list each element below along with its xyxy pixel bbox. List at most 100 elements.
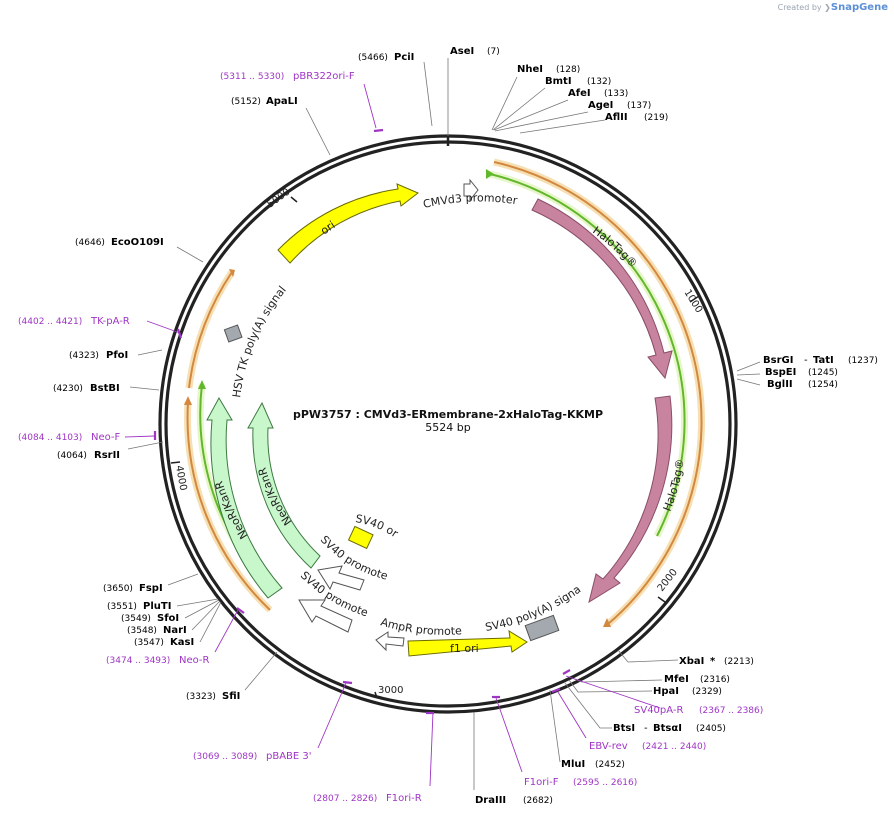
site-connectors bbox=[127, 58, 761, 790]
site-name: BtsI bbox=[613, 723, 635, 734]
site-name: MluI bbox=[561, 759, 585, 770]
feature-ori[interactable]: ori bbox=[277, 183, 419, 264]
feature-neor-kanr-inner[interactable]: NeoR/KanR bbox=[247, 401, 321, 569]
primer-pbr322ori-f[interactable]: (5311 .. 5330) pBR322ori-F bbox=[220, 71, 355, 82]
primer-f1ori-f[interactable]: F1ori-F (2595 .. 2616) bbox=[524, 777, 637, 788]
tick-label-3000: 3000 bbox=[378, 685, 403, 696]
feature-sv40-promoter-1[interactable]: SV40 promoter bbox=[0, 0, 389, 591]
site-pcii[interactable]: (5466) PciI bbox=[358, 52, 414, 63]
site-btsi[interactable]: BtsI - BtsαI (2405) bbox=[613, 723, 726, 734]
primer-neo-f[interactable]: (4084 .. 4103) Neo-F bbox=[18, 432, 121, 443]
site-xbai[interactable]: XbaI * (2213) bbox=[679, 656, 754, 667]
site-pluti[interactable]: (3551) PluTI bbox=[107, 601, 171, 612]
site-sfoi[interactable]: (3549) SfoI bbox=[121, 613, 179, 624]
f1-ori-label: f1 ori bbox=[450, 642, 479, 655]
site-fspi[interactable]: (3650) FspI bbox=[103, 583, 163, 594]
primer-neo-r[interactable]: (3474 .. 3493) Neo-R bbox=[106, 655, 210, 666]
site-pfoi[interactable]: (4323) PfoI bbox=[69, 350, 128, 361]
site-name: PciI bbox=[394, 52, 414, 63]
site-name: DraIII bbox=[475, 795, 506, 806]
site-agei[interactable]: AgeI (137) bbox=[588, 100, 651, 111]
site-position: (137) bbox=[627, 101, 651, 111]
site-name: SfoI bbox=[157, 613, 179, 624]
site-afei[interactable]: AfeI (133) bbox=[568, 88, 628, 99]
primer-name: Neo-F bbox=[91, 432, 121, 443]
primer-range: (2367 .. 2386) bbox=[699, 706, 763, 716]
primer-name: F1ori-R bbox=[386, 793, 422, 804]
site-sfii[interactable]: (3323) SfiI bbox=[186, 691, 240, 702]
feature-hsv-tk-polya[interactable]: HSV TK poly(A) signal bbox=[223, 284, 289, 399]
primer-name: Neo-R bbox=[179, 655, 210, 666]
site-name: BsrGI bbox=[763, 355, 793, 366]
site-name: XbaI bbox=[679, 656, 704, 667]
site-name: NheI bbox=[517, 64, 543, 75]
site-position: (7) bbox=[487, 47, 500, 57]
primer-range: (5311 .. 5330) bbox=[220, 72, 284, 82]
primer-f1ori-r[interactable]: (2807 .. 2826) F1ori-R bbox=[313, 793, 422, 804]
site-bspei[interactable]: BspEI (1245) bbox=[765, 367, 838, 378]
primer-name: F1ori-F bbox=[524, 777, 559, 788]
map-length: 5524 bp bbox=[425, 421, 470, 434]
primer-range: (2595 .. 2616) bbox=[573, 778, 637, 788]
site-position: (3547) bbox=[134, 638, 164, 648]
site-name: KasI bbox=[170, 637, 194, 648]
site-bstbi[interactable]: (4230) BstBI bbox=[53, 383, 120, 394]
site-position: (1245) bbox=[808, 368, 838, 378]
site-position: (4064) bbox=[57, 451, 87, 461]
site-name: SfiI bbox=[222, 691, 240, 702]
site-name: AfeI bbox=[568, 88, 591, 99]
primer-range: (2421 .. 2440) bbox=[642, 742, 706, 752]
feature-sv40-promoter-2[interactable]: SV40 promoter bbox=[0, 0, 370, 633]
primer-range: (3069 .. 3089) bbox=[193, 752, 257, 762]
site-name: AgeI bbox=[588, 100, 613, 111]
site-position: (2405) bbox=[696, 724, 726, 734]
site-name: HpaI bbox=[653, 686, 679, 697]
site-nhei[interactable]: NheI (128) bbox=[517, 64, 580, 75]
site-kasi[interactable]: (3547) KasI bbox=[134, 637, 194, 648]
site-position: (3551) bbox=[107, 602, 137, 612]
site-bmti[interactable]: BmtI (132) bbox=[545, 76, 611, 87]
site-asei[interactable]: AseI (7) bbox=[450, 46, 500, 57]
primer-pbabe-3[interactable]: (3069 .. 3089) pBABE 3' bbox=[193, 751, 312, 762]
primer-ebv-rev[interactable]: EBV-rev (2421 .. 2440) bbox=[589, 741, 706, 752]
site-name: EcoO109I bbox=[111, 237, 164, 248]
site-dash: - bbox=[644, 723, 648, 734]
site-rsrii[interactable]: (4064) RsrII bbox=[57, 450, 120, 461]
primer-name: pBR322ori-F bbox=[293, 71, 355, 82]
site-draiii[interactable]: DraIII (2682) bbox=[475, 795, 553, 806]
site-position: (3549) bbox=[121, 614, 151, 624]
site-hpai[interactable]: HpaI (2329) bbox=[653, 686, 722, 697]
primer-connectors bbox=[124, 83, 661, 787]
site-mfei[interactable]: MfeI (2316) bbox=[664, 674, 730, 685]
site-aflii[interactable]: AflII (219) bbox=[605, 112, 668, 123]
hsv-tk-polya-label: HSV TK poly(A) signal bbox=[230, 284, 289, 399]
site-apali[interactable]: (5152) ApaLI bbox=[231, 96, 298, 107]
site-name: FspI bbox=[139, 583, 163, 594]
feature-cmvd3-promoter[interactable]: CMVd3 promoter bbox=[422, 178, 519, 211]
site-position: (133) bbox=[604, 89, 628, 99]
site-position: (2316) bbox=[700, 675, 730, 685]
tick-label-4000: 4000 bbox=[173, 465, 188, 492]
feature-f1-ori[interactable]: f1 ori bbox=[407, 630, 528, 657]
primer-tk-pa-r[interactable]: (4402 .. 4421) TK-pA-R bbox=[18, 316, 130, 327]
site-eco0109i[interactable]: (4646) EcoO109I bbox=[75, 237, 164, 248]
site-position: (3650) bbox=[103, 584, 133, 594]
site-position: (4323) bbox=[69, 351, 99, 361]
site-bglii[interactable]: BglII (1254) bbox=[767, 379, 838, 390]
primer-sv40pa-r[interactable]: SV40pA-R (2367 .. 2386) bbox=[634, 705, 763, 716]
site-mlui[interactable]: MluI (2452) bbox=[561, 759, 625, 770]
site-position: (2452) bbox=[595, 760, 625, 770]
primer-range: (4084 .. 4103) bbox=[18, 433, 82, 443]
site-position: (5152) bbox=[231, 97, 261, 107]
site-dash: - bbox=[804, 355, 808, 366]
orf-arrowheads bbox=[184, 169, 611, 627]
site-position: (3323) bbox=[186, 692, 216, 702]
site-name: BmtI bbox=[545, 76, 572, 87]
map-title: pPW3757 : CMVd3-ERmembrane-2xHaloTag-KKM… bbox=[293, 408, 603, 421]
site-name: BstBI bbox=[90, 383, 120, 394]
site-nari[interactable]: (3548) NarI bbox=[127, 625, 187, 636]
site-bsrgi-tati[interactable]: BsrGI - TatI (1237) bbox=[763, 355, 878, 366]
site-position: (4230) bbox=[53, 384, 83, 394]
site-position: (4646) bbox=[75, 238, 105, 248]
